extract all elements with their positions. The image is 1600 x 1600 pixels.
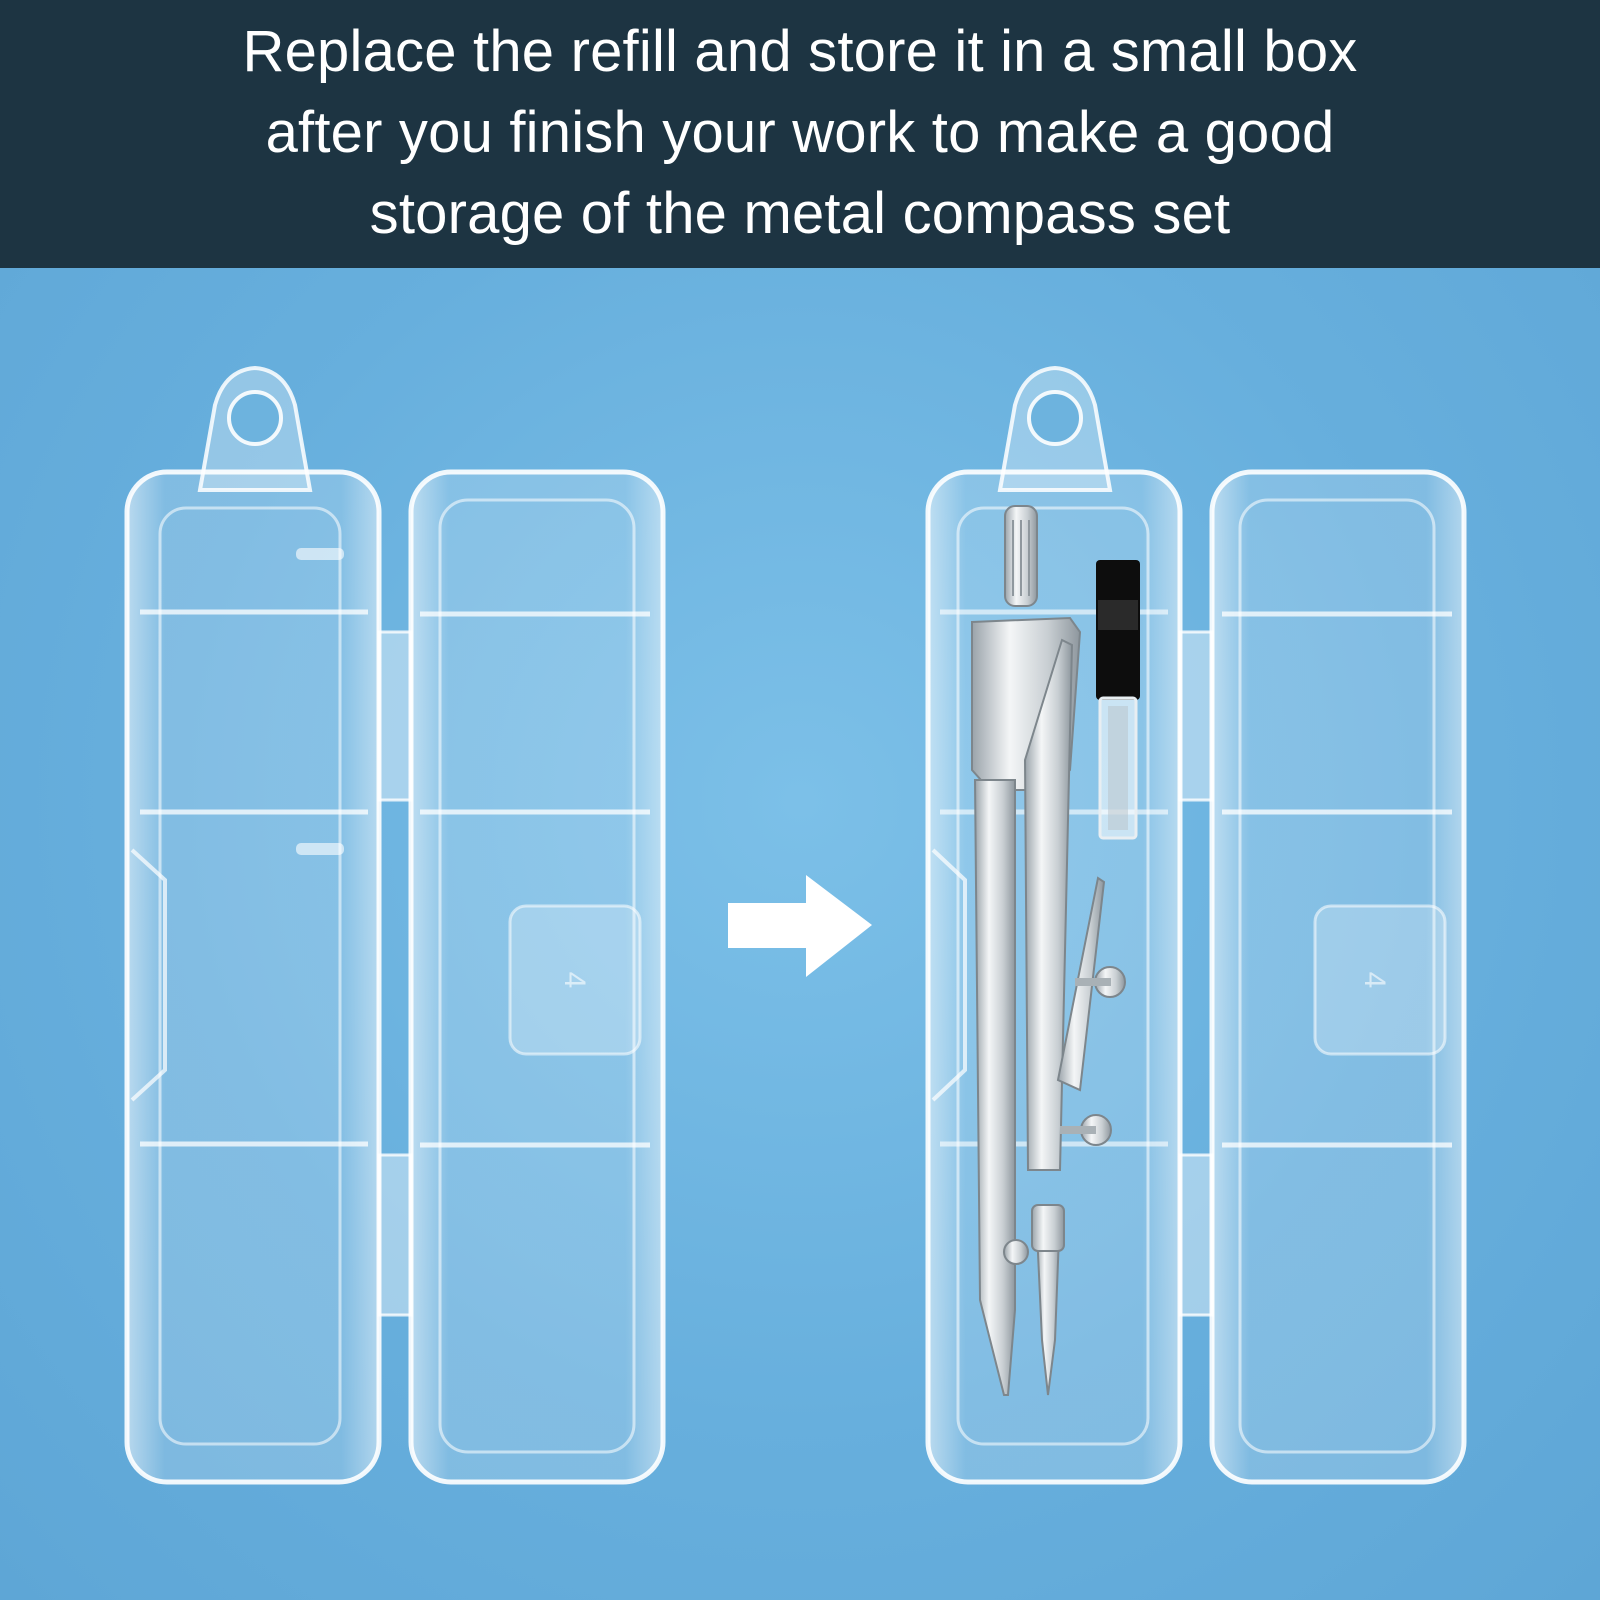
- empty-case: 4: [124, 365, 666, 1485]
- filled-case: 4: [925, 365, 1467, 1485]
- case-hinge: [377, 630, 413, 802]
- banner-line-2: after you finish your work to make a goo…: [265, 99, 1335, 165]
- lid-notch: [931, 848, 967, 1102]
- case-hinge: [1178, 1153, 1214, 1317]
- case-base: [408, 469, 666, 1485]
- banner-line-1: Replace the refill and store it in a sma…: [242, 18, 1358, 84]
- banner-line-3: storage of the metal compass set: [369, 180, 1231, 246]
- banner-caption: Replace the refill and store it in a sma…: [90, 11, 1510, 254]
- case-lid-inner: [158, 506, 342, 1446]
- lid-latch: [296, 843, 344, 855]
- lid-latch: [296, 548, 344, 560]
- base-label-plate: [508, 904, 642, 1056]
- arrow-right-icon: [728, 875, 872, 977]
- case-lid-inner: [956, 506, 1150, 1446]
- hanging-hole: [1027, 390, 1083, 446]
- case-hinge: [377, 1153, 413, 1317]
- base-label-plate: [1313, 904, 1447, 1056]
- case-lid: [124, 469, 382, 1485]
- header-banner: Replace the refill and store it in a sma…: [0, 0, 1600, 268]
- hanging-hole: [227, 390, 283, 446]
- compass-left-leg: [973, 779, 1016, 1396]
- adjust-screw-icon: [1003, 1239, 1029, 1265]
- case-hinge: [1178, 630, 1214, 802]
- lid-notch: [130, 848, 167, 1102]
- case-base: [1209, 469, 1467, 1485]
- compass-needle-collar: [1031, 1204, 1065, 1252]
- case-number-label: 4: [558, 972, 591, 989]
- case-number-label: 4: [1358, 972, 1391, 989]
- case-base-inner: [438, 498, 636, 1454]
- lead-refill-tube: [1096, 560, 1140, 840]
- case-base-inner: [1238, 498, 1436, 1454]
- compass-right-leg: [1023, 638, 1074, 1171]
- metal-compass: [971, 505, 1126, 1396]
